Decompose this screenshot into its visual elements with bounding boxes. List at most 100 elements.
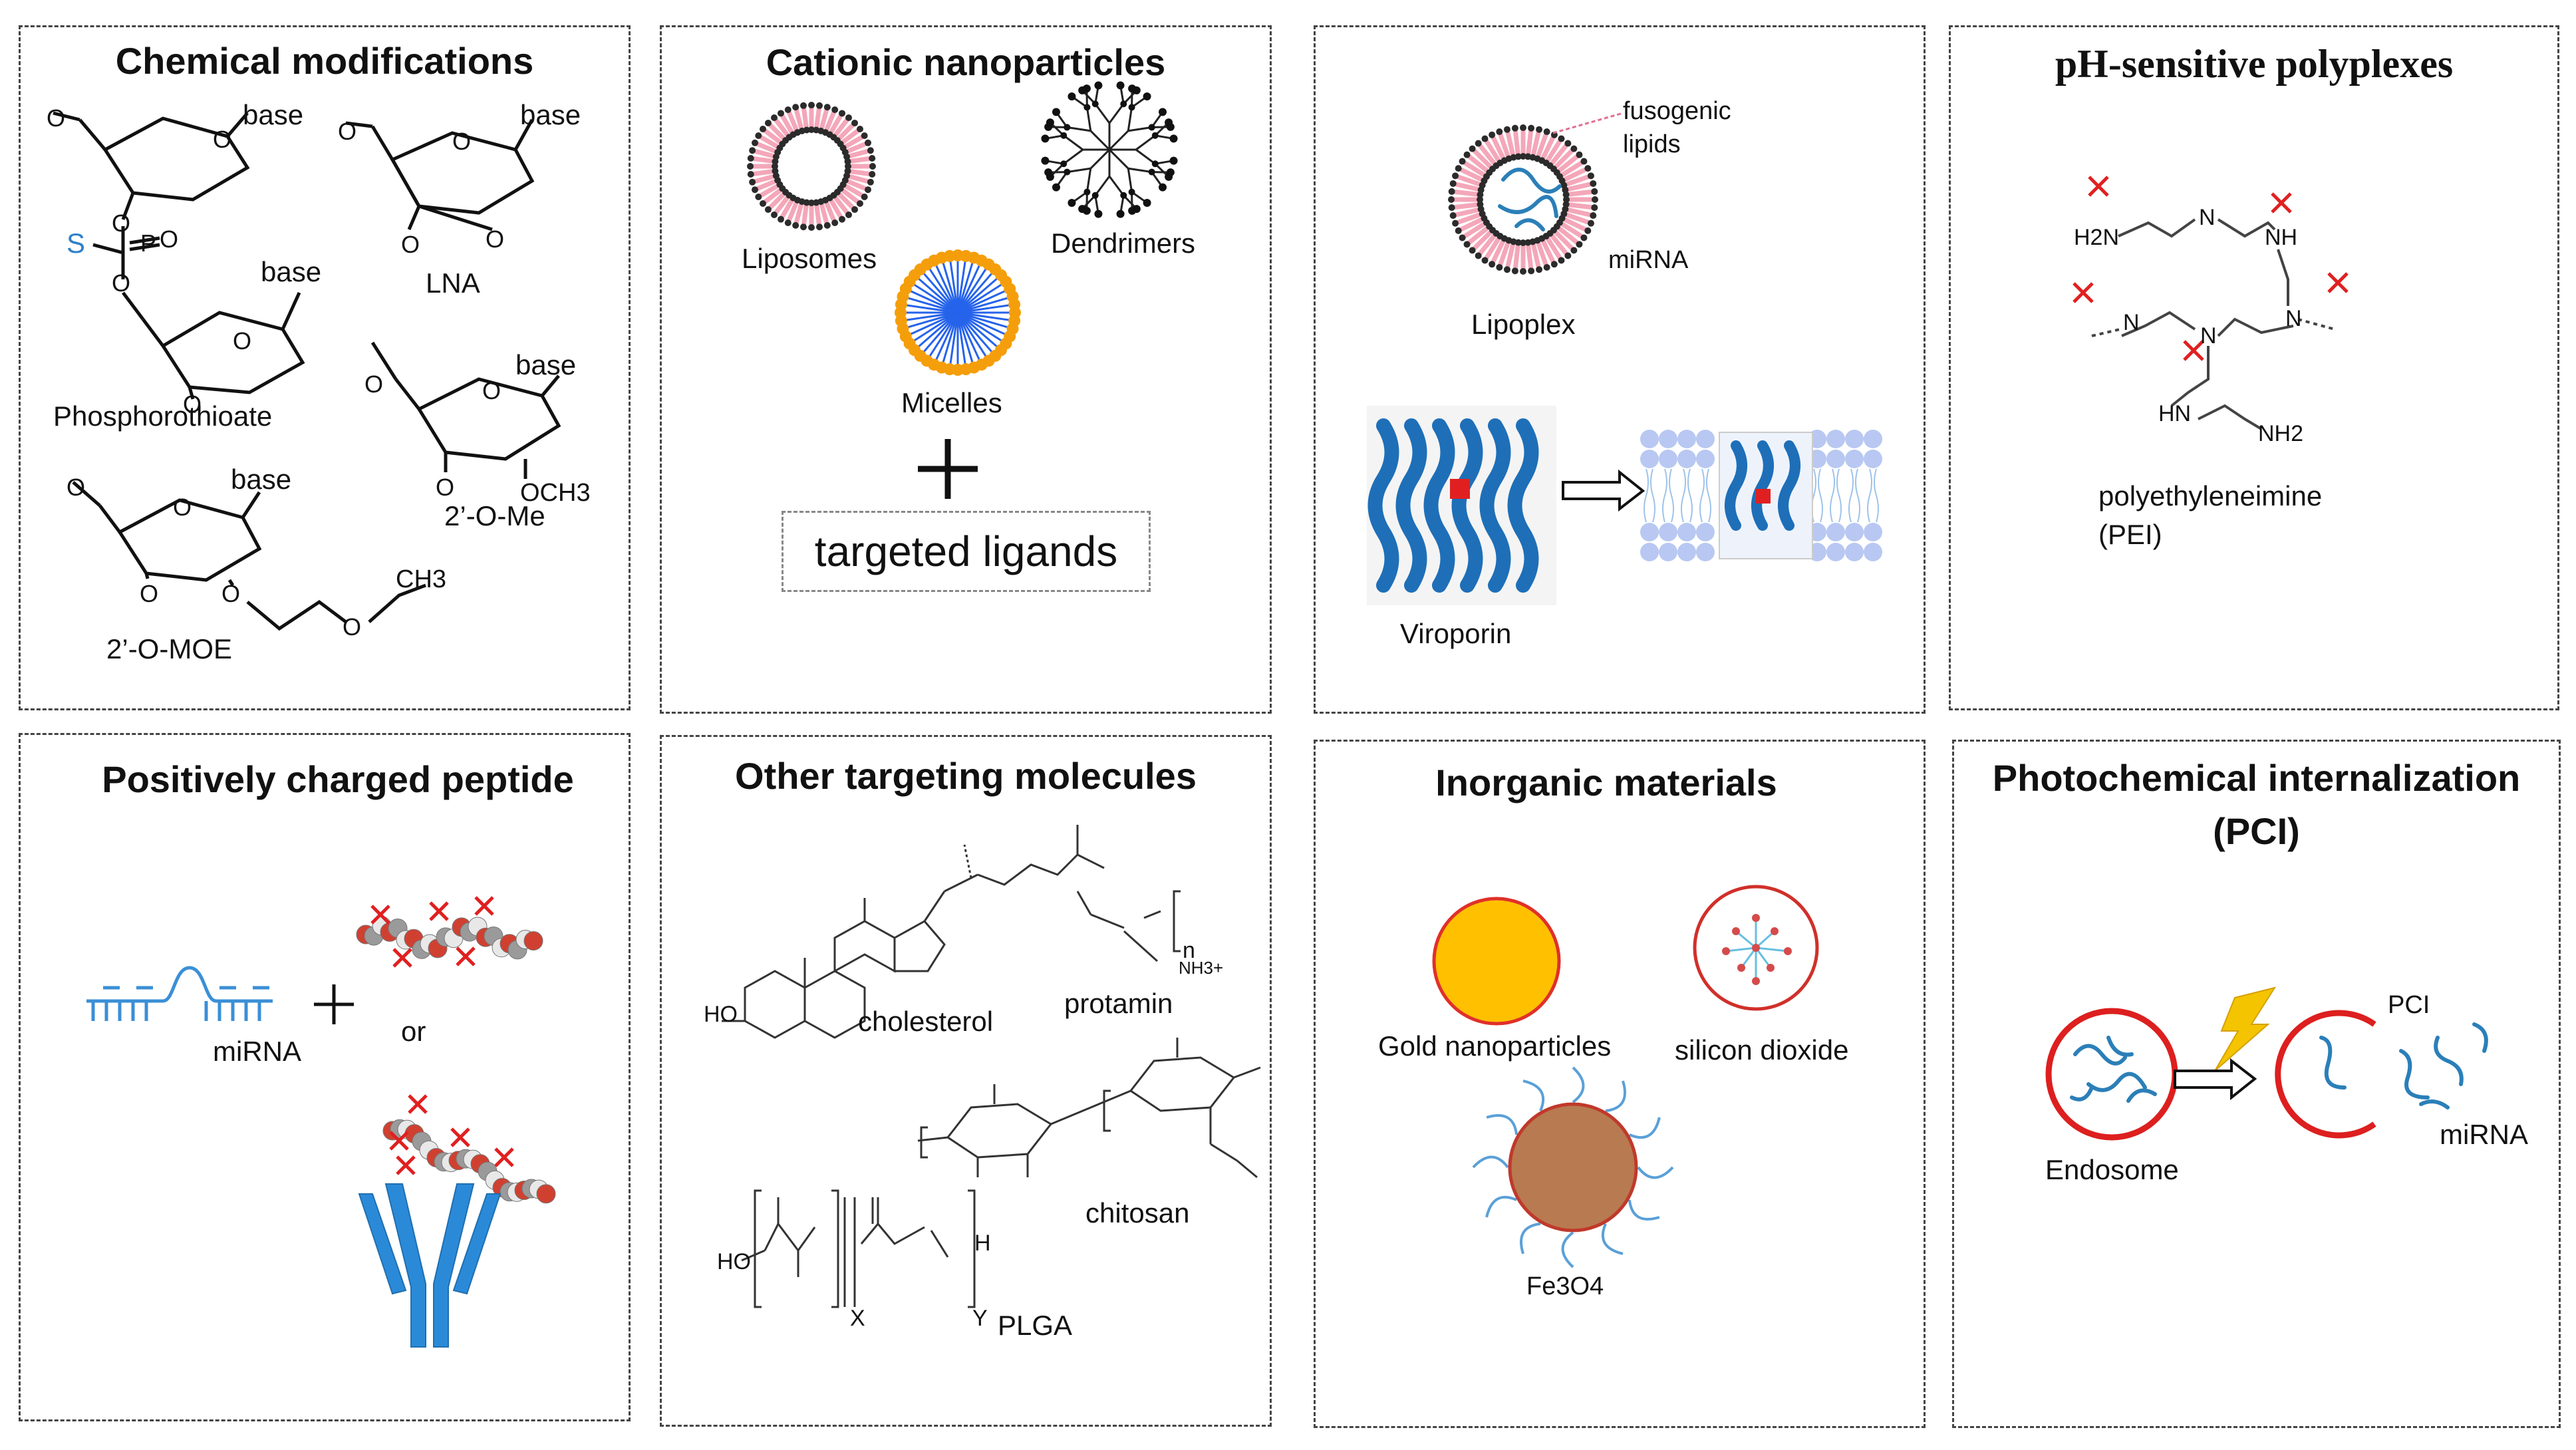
title-inorganic-materials: Inorganic materials [1435,762,1777,803]
protamin-structure [1076,890,1181,962]
label-hn: HN [2158,401,2192,426]
fe3o4-ligands [1472,1066,1674,1268]
svg-text:P: P [140,229,156,257]
label-fe3o4: Fe3O4 [1526,1272,1604,1300]
label-lipoplex: Lipoplex [1471,309,1576,340]
svg-text:O: O [67,474,85,501]
label-sulfur: S [67,227,86,259]
label-micelles: Micelles [901,387,1002,418]
panel-cationic-nanoparticles [660,25,1272,714]
label-fusogenic: fusogenic [1623,97,1731,125]
label-mirna-lipoplex: miRNA [1608,246,1689,274]
label-h2n: H2N [2074,225,2120,250]
label-base-3: base [261,256,322,287]
svg-text:O: O [112,269,130,297]
label-endosome: Endosome [2045,1154,2179,1185]
released-mirna-strands [2319,1022,2488,1109]
svg-text:O: O [221,580,240,607]
pei-structure [2091,218,2335,430]
label-lipids: lipids [1623,130,1681,158]
label-ho-cholesterol: HO [704,1002,738,1027]
panel-chemical-modifications [19,25,631,710]
label-base-4: base [515,349,577,380]
lightning-icon [2214,986,2277,1072]
svg-text:O: O [452,128,471,155]
dendrimer-graphic [1040,80,1179,219]
label-polyethyleneimine: polyethyleneimine [2098,480,2323,511]
plus-sign [918,439,978,499]
lipoplex-graphic [1448,124,1598,275]
svg-text:O: O [173,494,192,521]
svg-text:O: O [338,118,357,145]
label-ho-plga: HO [717,1249,751,1274]
title-chemical-modifications: Chemical modifications [115,40,534,82]
label-h-plga: H [974,1231,991,1256]
svg-text:O: O [183,390,202,418]
peptide-molecule-2 [382,1094,556,1204]
label-liposomes: Liposomes [742,243,877,274]
cholesterol-structure [722,825,1105,1039]
gold-nanoparticle-graphic [1432,897,1561,1026]
title-ph-sensitive-polyplexes: pH-sensitive polyplexes [2055,42,2454,86]
label-ch3: CH3 [396,565,447,593]
plga-structure [741,1189,976,1308]
liposome-graphic [747,102,876,231]
svg-text:O: O [47,104,65,132]
chitosan-structure [917,1038,1261,1179]
membrane-pore-graphic [1640,430,1882,561]
endosome-mirna-strands [2070,1036,2157,1103]
pei-charges [2073,176,2349,361]
label-base-2: base [520,99,581,130]
chemical-structures [53,111,561,631]
label-viroporin: Viroporin [1400,618,1512,649]
label-phosphorothioate: Phosphorothioate [53,400,273,432]
ruptured-endosome-membrane [2275,1010,2376,1139]
svg-text:O: O [213,126,231,153]
label-y: Y [972,1306,988,1331]
open-arrow-pci [2174,1058,2257,1101]
label-silicon-dioxide: silicon dioxide [1675,1034,1849,1066]
label-dendrimers: Dendrimers [1051,227,1196,259]
panel-inorganic-materials [1314,740,1926,1428]
panel-lipoplex [1314,25,1926,714]
label-lna: LNA [426,267,480,299]
svg-text:O: O [486,225,504,253]
svg-text:O: O [401,231,420,258]
label-nh3: NH3+ [1179,958,1224,978]
label-cholesterol: cholesterol [858,1006,994,1037]
targeted-ligands-box: targeted ligands [782,511,1151,592]
svg-text:O: O [343,613,361,641]
title-cationic-nanoparticles: Cationic nanoparticles [766,41,1166,83]
micelle-graphic [895,249,1021,376]
label-base-5: base [231,464,292,495]
svg-text:O: O [436,474,454,501]
label-och3: OCH3 [520,479,591,507]
label-base-1: base [243,99,304,130]
label-or: or [401,1016,426,1047]
open-arrow-viroporin [1562,469,1646,512]
label-gold-nanoparticles: Gold nanoparticles [1378,1030,1612,1062]
label-nh: NH [2265,225,2298,250]
svg-text:O: O [140,580,158,607]
label-mirna-peptide: miRNA [213,1036,301,1067]
label-n-4: N [2123,310,2140,335]
title-positively-charged-peptide: Positively charged peptide [102,758,574,800]
peptide-plus [314,984,354,1024]
svg-text:O: O [482,377,501,404]
label-nh2: NH2 [2258,421,2304,446]
fe3o4-nanoparticle-graphic [1508,1102,1638,1232]
label-2-o-moe: 2’-O-MOE [106,633,232,664]
label-n-protamin: n [1183,938,1195,963]
label-n-3: N [2200,323,2217,349]
label-n-2: N [2285,306,2302,331]
label-pei: (PEI) [2098,519,2162,550]
viroporin-protein-graphic [1367,406,1556,605]
panel-ph-sensitive-polyplexes [1949,25,2559,710]
label-chitosan: chitosan [1085,1197,1190,1229]
peptide-molecule-1 [356,896,543,968]
svg-text:O: O [233,327,251,355]
panel-positively-charged-peptide [19,733,631,1421]
